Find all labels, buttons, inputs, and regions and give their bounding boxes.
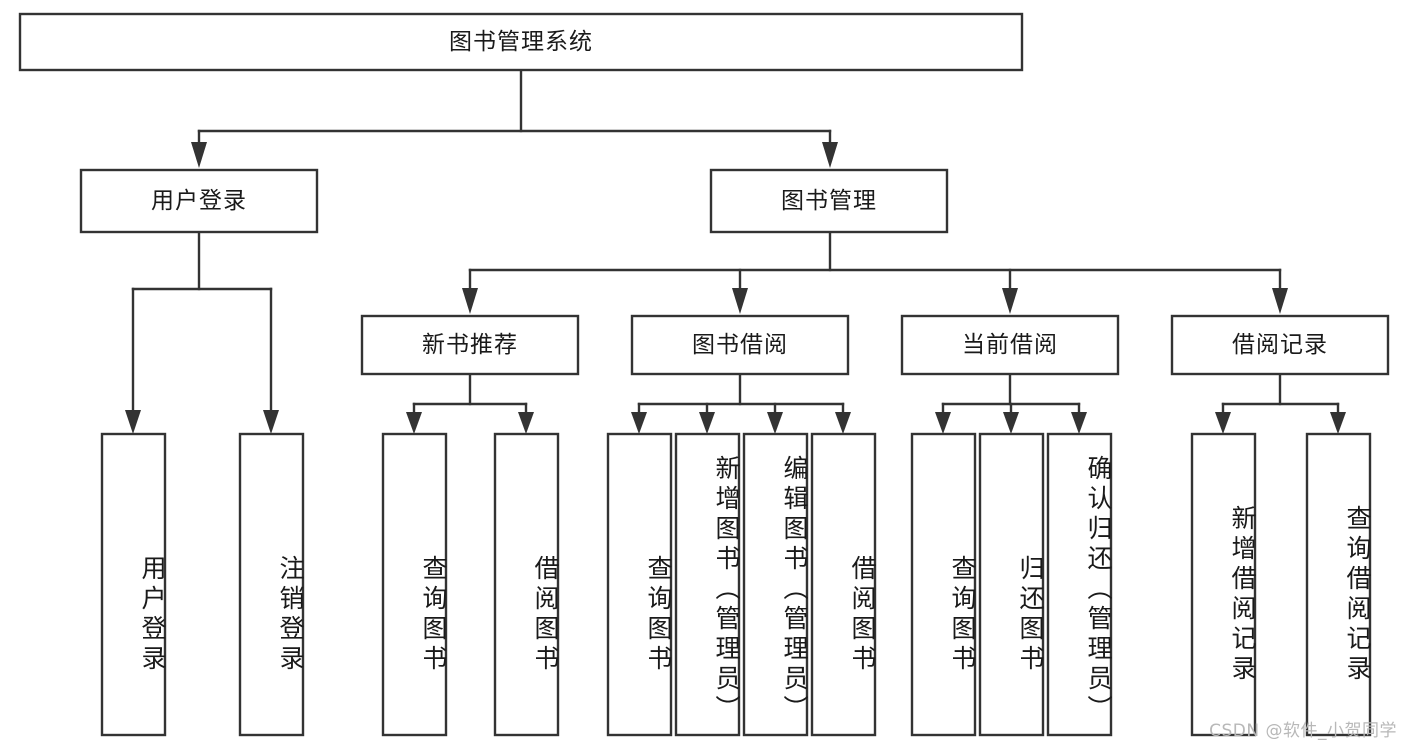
node-box-leaf-add-record[interactable] — [1190, 432, 1257, 737]
connector-group-current-borrow — [935, 372, 1087, 434]
node-box-leaf-query-book-1[interactable] — [381, 432, 448, 737]
watermark-text: CSDN @软件_小贺同学 — [1209, 721, 1397, 741]
arrow-head-borrow-record — [1272, 288, 1288, 314]
arrow-head-c4-leaf-2 — [1330, 412, 1346, 434]
arrow-head-user-login — [191, 142, 207, 168]
node-box-leaf-borrow-book-1[interactable] — [493, 432, 560, 737]
arrow-head-c2-leaf-4 — [835, 412, 851, 434]
node-box-book-borrow[interactable] — [630, 314, 850, 376]
node-box-current-borrow[interactable] — [900, 314, 1120, 376]
node-box-new-book-recommend[interactable] — [360, 314, 580, 376]
node-box-user-login[interactable] — [79, 168, 319, 234]
arrow-head-current-borrow — [1002, 288, 1018, 314]
arrow-head-user-login-leaf — [125, 410, 141, 434]
arrow-head-logout-leaf — [263, 410, 279, 434]
connector-group-root — [191, 68, 838, 168]
arrow-head-book-borrow — [732, 288, 748, 314]
connector-group-borrow-record — [1215, 372, 1346, 434]
arrow-head-c2-leaf-1 — [631, 412, 647, 434]
node-box-leaf-add-book[interactable] — [674, 432, 741, 737]
arrow-head-c3-leaf-1 — [935, 412, 951, 434]
node-box-leaf-confirm-return[interactable] — [1046, 432, 1113, 737]
arrow-head-c3-leaf-3 — [1071, 412, 1087, 434]
arrow-head-c2-leaf-3 — [767, 412, 783, 434]
node-box-leaf-borrow-book-2[interactable] — [810, 432, 877, 737]
arrow-head-new-book-recommend — [462, 288, 478, 314]
node-box-root[interactable] — [18, 12, 1024, 72]
node-box-leaf-query-book-2[interactable] — [606, 432, 673, 737]
connector-group-book-manage — [462, 230, 1288, 314]
node-box-leaf-query-book-3[interactable] — [910, 432, 977, 737]
arrow-head-c4-leaf-1 — [1215, 412, 1231, 434]
arrow-head-c1-leaf-2 — [518, 412, 534, 434]
node-box-leaf-logout[interactable] — [238, 432, 305, 737]
connector-group-book-borrow — [631, 372, 851, 434]
node-box-leaf-edit-book[interactable] — [742, 432, 809, 737]
arrow-head-c1-leaf-1 — [406, 412, 422, 434]
node-box-book-manage[interactable] — [709, 168, 949, 234]
node-box-borrow-record[interactable] — [1170, 314, 1390, 376]
node-box-leaf-return-book[interactable] — [978, 432, 1045, 737]
arrow-head-book-manage — [822, 142, 838, 168]
node-box-leaf-query-record[interactable] — [1305, 432, 1372, 737]
connector-group-user-login — [125, 230, 279, 434]
node-box-leaf-user-login[interactable] — [100, 432, 167, 737]
arrow-head-c2-leaf-2 — [699, 412, 715, 434]
connector-group-new-book-recommend — [406, 372, 534, 434]
arrow-head-c3-leaf-2 — [1003, 412, 1019, 434]
